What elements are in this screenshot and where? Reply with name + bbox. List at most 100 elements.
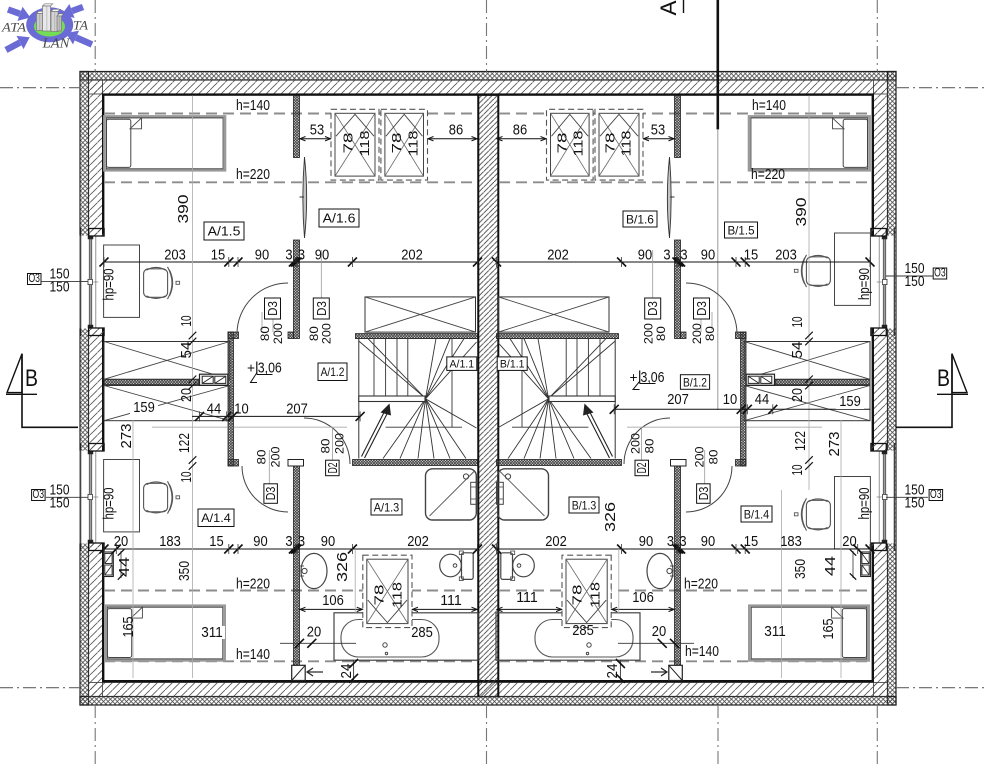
svg-text:44: 44 <box>117 557 133 577</box>
svg-text:A/1.2: A/1.2 <box>321 365 345 379</box>
svg-text:150: 150 <box>50 267 70 283</box>
svg-text:111: 111 <box>440 593 462 609</box>
svg-text:D3: D3 <box>264 487 278 501</box>
svg-text:B/1.5: B/1.5 <box>727 223 754 237</box>
svg-text:183: 183 <box>780 534 802 550</box>
svg-text:207: 207 <box>667 392 689 408</box>
svg-text:80: 80 <box>318 438 332 453</box>
svg-text:78: 78 <box>389 133 404 154</box>
svg-text:159: 159 <box>133 400 155 416</box>
svg-text:273: 273 <box>827 432 843 457</box>
svg-text:3,06: 3,06 <box>258 360 282 377</box>
svg-text:90: 90 <box>639 534 653 550</box>
svg-text:h=140: h=140 <box>685 644 719 660</box>
svg-text:h=220: h=220 <box>236 167 270 183</box>
svg-text:80: 80 <box>642 438 656 453</box>
svg-text:118: 118 <box>619 131 634 157</box>
svg-text:h=140: h=140 <box>236 647 270 663</box>
svg-text:15: 15 <box>209 534 223 550</box>
svg-text:D3: D3 <box>646 301 660 316</box>
svg-text:A/1.1: A/1.1 <box>450 359 475 371</box>
svg-text:10: 10 <box>723 392 737 408</box>
svg-text:90: 90 <box>321 534 335 550</box>
svg-text:86: 86 <box>513 123 527 139</box>
svg-text:h=140: h=140 <box>236 98 270 114</box>
svg-text:80: 80 <box>706 449 720 464</box>
svg-text:285: 285 <box>572 623 594 639</box>
svg-text:90: 90 <box>638 247 652 263</box>
svg-text:3: 3 <box>298 534 305 550</box>
svg-text:207: 207 <box>286 401 308 417</box>
svg-text:118: 118 <box>390 582 405 608</box>
svg-text:90: 90 <box>315 247 329 263</box>
svg-text:h=220: h=220 <box>684 577 718 593</box>
svg-text:3: 3 <box>667 534 674 550</box>
svg-text:20: 20 <box>114 534 128 550</box>
svg-text:D2: D2 <box>635 463 649 474</box>
svg-text:hp=90: hp=90 <box>857 488 873 520</box>
svg-text:78: 78 <box>555 133 570 154</box>
svg-text:200: 200 <box>692 446 706 467</box>
svg-text:150: 150 <box>50 280 70 296</box>
svg-text:90: 90 <box>701 534 715 550</box>
svg-text:10: 10 <box>179 472 195 483</box>
svg-text:202: 202 <box>547 247 569 263</box>
svg-text:24: 24 <box>605 664 621 679</box>
svg-text:h=220: h=220 <box>236 577 270 593</box>
svg-text:90: 90 <box>701 247 715 263</box>
svg-text:80: 80 <box>703 326 717 341</box>
svg-text:A/1.5: A/1.5 <box>208 225 241 239</box>
svg-text:D3: D3 <box>315 301 329 316</box>
svg-text:200: 200 <box>332 433 346 454</box>
svg-text:54: 54 <box>790 342 806 359</box>
svg-text:3: 3 <box>663 247 670 263</box>
svg-text:390: 390 <box>176 195 192 224</box>
svg-text:183: 183 <box>159 534 181 550</box>
svg-text:LAN: LAN <box>41 36 70 51</box>
svg-text:20: 20 <box>179 388 195 402</box>
svg-text:150: 150 <box>905 274 925 290</box>
svg-text:165: 165 <box>821 619 837 640</box>
svg-text:80: 80 <box>254 449 268 464</box>
svg-text:10: 10 <box>179 316 195 327</box>
svg-text:54: 54 <box>179 342 195 359</box>
svg-text:O3: O3 <box>33 487 45 501</box>
svg-text:78: 78 <box>372 585 387 606</box>
svg-text:203: 203 <box>775 247 797 263</box>
svg-text:h=220: h=220 <box>751 167 785 183</box>
svg-text:20: 20 <box>652 624 666 640</box>
svg-text:15: 15 <box>744 247 758 263</box>
svg-text:200: 200 <box>641 323 655 344</box>
svg-text:ATA: ATA <box>1 21 27 35</box>
svg-text:326: 326 <box>335 552 351 582</box>
svg-text:118: 118 <box>588 582 603 608</box>
svg-text:B/1.2: B/1.2 <box>683 375 707 389</box>
svg-text:44: 44 <box>207 401 221 417</box>
svg-text:+: + <box>247 360 255 376</box>
svg-text:106: 106 <box>322 593 344 609</box>
svg-text:150: 150 <box>50 483 70 499</box>
svg-text:h=140: h=140 <box>752 98 786 114</box>
svg-text:3: 3 <box>680 247 687 263</box>
svg-text:150: 150 <box>905 261 925 277</box>
svg-text:390: 390 <box>794 198 810 227</box>
svg-text:O3: O3 <box>930 487 942 501</box>
svg-text:A/1.3: A/1.3 <box>374 500 400 514</box>
svg-text:350: 350 <box>793 559 809 579</box>
svg-text:165: 165 <box>121 617 137 638</box>
svg-text:3,06: 3,06 <box>641 369 665 386</box>
svg-text:200: 200 <box>271 323 285 344</box>
svg-text:10: 10 <box>234 401 248 417</box>
svg-text:20: 20 <box>842 534 856 550</box>
svg-text:150: 150 <box>905 483 925 499</box>
svg-text:53: 53 <box>310 123 324 139</box>
svg-text:3: 3 <box>285 534 292 550</box>
svg-text:hp=90: hp=90 <box>102 269 118 301</box>
svg-text:TA: TA <box>73 19 88 33</box>
svg-text:A: A <box>656 0 681 15</box>
svg-text:24: 24 <box>339 664 355 679</box>
svg-text:B/1.6: B/1.6 <box>626 212 654 226</box>
svg-text:273: 273 <box>119 424 135 449</box>
svg-text:111: 111 <box>516 590 538 606</box>
svg-text:122: 122 <box>177 433 193 453</box>
